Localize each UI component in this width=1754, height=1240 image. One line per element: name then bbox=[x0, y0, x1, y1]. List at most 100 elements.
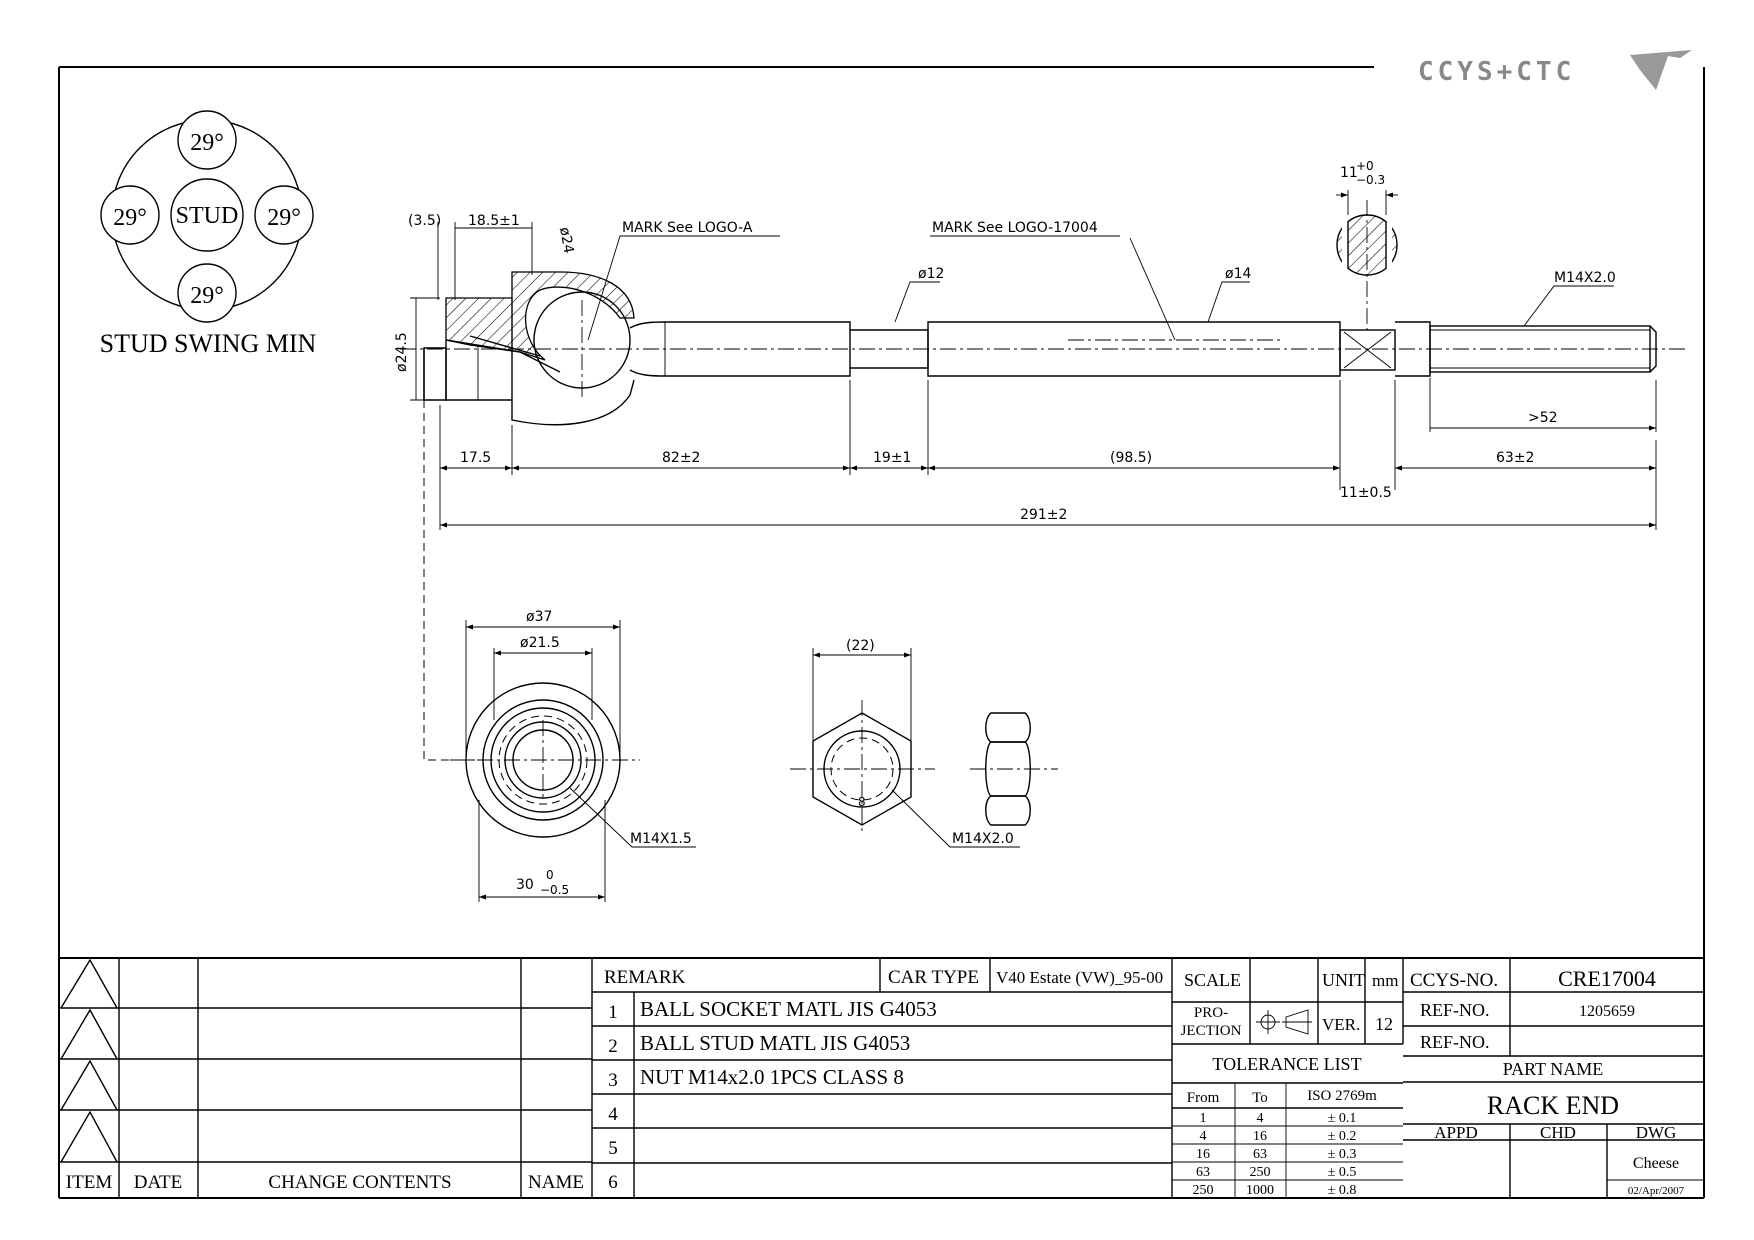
tol-row4-from: 63 bbox=[1196, 1165, 1210, 1180]
dim-30-tol-down: −0.5 bbox=[540, 883, 569, 897]
swing-angle-right: 29° bbox=[267, 205, 301, 231]
projection-label-1: PRO- bbox=[1194, 1005, 1228, 1021]
tol-row3-val: ± 0.3 bbox=[1328, 1147, 1357, 1162]
tol-row2-from: 4 bbox=[1200, 1129, 1207, 1144]
tol-row1-val: ± 0.1 bbox=[1328, 1111, 1357, 1126]
dim-82: 82±2 bbox=[662, 450, 700, 466]
car-type-label: CAR TYPE bbox=[888, 967, 979, 988]
dim-63: 63±2 bbox=[1496, 450, 1534, 466]
dim-11-tol: 11±0.5 bbox=[1340, 485, 1392, 501]
part-name-label: PART NAME bbox=[1503, 1059, 1603, 1079]
stud-swing-diagram: 29° 29° STUD 29° 29° STUD SWING MIN bbox=[100, 110, 317, 358]
header-name: NAME bbox=[528, 1172, 584, 1193]
tol-header-iso: ISO 2769m bbox=[1307, 1088, 1377, 1104]
tol-row5-from: 250 bbox=[1193, 1183, 1214, 1198]
dim-30-tol-up: 0 bbox=[546, 868, 554, 882]
dim-dia-24-5: ø24.5 bbox=[394, 332, 410, 372]
sheet-frame bbox=[58, 66, 1705, 1199]
tol-row5-val: ± 0.8 bbox=[1328, 1183, 1357, 1198]
tol-row2-val: ± 0.2 bbox=[1328, 1129, 1357, 1144]
dim-30: 30 bbox=[516, 877, 534, 893]
header-item: ITEM bbox=[66, 1172, 113, 1193]
ccys-no-label: CCYS-NO. bbox=[1410, 970, 1498, 991]
chd-label: CHD bbox=[1540, 1123, 1576, 1142]
swing-center-label: STUD bbox=[176, 203, 239, 229]
title-block bbox=[59, 957, 1704, 1198]
car-type-value: V40 Estate (VW)_95-00 bbox=[996, 968, 1163, 987]
remark-no-6: 6 bbox=[608, 1172, 618, 1193]
remark-no-2: 2 bbox=[608, 1036, 618, 1057]
rack-end-side-view bbox=[400, 271, 1685, 426]
unit-label: UNIT bbox=[1322, 970, 1365, 990]
dim-19: 19±1 bbox=[873, 450, 911, 466]
dim-flat-11: 11 bbox=[1340, 165, 1358, 181]
remark-no-3: 3 bbox=[608, 1070, 618, 1091]
drawing-date: 02/Apr/2007 bbox=[1628, 1185, 1685, 1197]
main-view-dimensions: (3.5) 18.5±1 ø24 MARK See LOGO-A MARK Se… bbox=[394, 213, 1657, 761]
dim-291: 291±2 bbox=[1020, 507, 1067, 523]
dim-thread-m14-top: M14X2.0 bbox=[1554, 270, 1616, 286]
mark-logo-a: MARK See LOGO-A bbox=[622, 220, 753, 236]
appd-label: APPD bbox=[1434, 1123, 1477, 1142]
ref-no-2-label: REF-NO. bbox=[1420, 1032, 1490, 1052]
dim-dia-24: ø24 bbox=[556, 226, 576, 255]
remark-label: REMARK bbox=[604, 967, 686, 988]
nut-class-mark: 8 bbox=[858, 795, 866, 809]
tol-row1-from: 1 bbox=[1200, 1111, 1207, 1126]
flat-section-view: 11 +0 −0.3 bbox=[1336, 159, 1398, 330]
dim-gt-52: >52 bbox=[1528, 410, 1558, 426]
title-block-text: ITEM DATE CHANGE CONTENTS NAME REMARK CA… bbox=[66, 966, 1685, 1198]
tol-header-to: To bbox=[1252, 1090, 1268, 1106]
remark-no-4: 4 bbox=[608, 1104, 618, 1125]
nut-front-view: (22) 8 M14X2.0 bbox=[790, 638, 1020, 848]
remark-text-2: BALL STUD MATL JIS G4053 bbox=[640, 1031, 910, 1055]
ver-value: 12 bbox=[1375, 1014, 1393, 1034]
dim-dia-21-5: ø21.5 bbox=[520, 635, 560, 651]
dim-thread-m14-nut: M14X2.0 bbox=[952, 831, 1014, 847]
dim-dia-14: ø14 bbox=[1225, 266, 1251, 282]
socket-end-view: ø37 ø21.5 M14X1.5 30 0 −0.5 bbox=[450, 609, 696, 902]
dim-flat-tol-up: +0 bbox=[1356, 159, 1374, 173]
part-name-value: RACK END bbox=[1487, 1091, 1619, 1120]
dim-flat-tol-down: −0.3 bbox=[1356, 173, 1385, 187]
logo-text: CCYS+CTC bbox=[1418, 57, 1575, 87]
tol-row3-from: 16 bbox=[1196, 1147, 1210, 1162]
swing-angle-left: 29° bbox=[113, 205, 147, 231]
dim-dia-37: ø37 bbox=[526, 609, 552, 625]
swing-angle-top: 29° bbox=[190, 130, 224, 156]
dim-98-5: (98.5) bbox=[1110, 450, 1152, 466]
dim-dia-12: ø12 bbox=[918, 266, 944, 282]
dim-18-5: 18.5±1 bbox=[468, 213, 520, 229]
tol-row2-to: 16 bbox=[1253, 1129, 1267, 1144]
tol-row1-to: 4 bbox=[1257, 1111, 1264, 1126]
projection-label-2: JECTION bbox=[1181, 1023, 1242, 1039]
dim-17-5: 17.5 bbox=[460, 450, 491, 466]
logo-mark-icon bbox=[1630, 50, 1692, 90]
header-change-contents: CHANGE CONTENTS bbox=[268, 1172, 451, 1193]
unit-value: mm bbox=[1372, 971, 1398, 990]
tol-header-from: From bbox=[1187, 1090, 1220, 1106]
ref-no-label: REF-NO. bbox=[1420, 1000, 1490, 1020]
remark-no-1: 1 bbox=[608, 1002, 618, 1023]
ver-label: VER. bbox=[1322, 1015, 1360, 1034]
drawer-name: Cheese bbox=[1633, 1155, 1679, 1172]
tol-row5-to: 1000 bbox=[1246, 1183, 1274, 1198]
company-logo: CCYS+CTC bbox=[1418, 50, 1692, 90]
dim-thread-m14x1-5: M14X1.5 bbox=[630, 831, 692, 847]
tol-row4-val: ± 0.5 bbox=[1328, 1165, 1357, 1180]
tol-row4-to: 250 bbox=[1250, 1165, 1271, 1180]
header-date: DATE bbox=[134, 1172, 183, 1193]
dwg-label: DWG bbox=[1636, 1123, 1677, 1142]
swing-angle-bottom: 29° bbox=[190, 283, 224, 309]
tol-row3-to: 63 bbox=[1253, 1147, 1267, 1162]
nut-side-view bbox=[970, 712, 1058, 826]
dim-nut-22: (22) bbox=[846, 638, 875, 654]
ref-no-value: 1205659 bbox=[1579, 1003, 1635, 1020]
swing-caption: STUD SWING MIN bbox=[100, 329, 317, 358]
mark-logo-17004: MARK See LOGO-17004 bbox=[932, 220, 1098, 236]
scale-label: SCALE bbox=[1184, 970, 1241, 990]
remark-no-5: 5 bbox=[608, 1138, 618, 1159]
dim-3-5: (3.5) bbox=[408, 213, 441, 229]
projection-symbol-icon bbox=[1256, 1009, 1312, 1035]
